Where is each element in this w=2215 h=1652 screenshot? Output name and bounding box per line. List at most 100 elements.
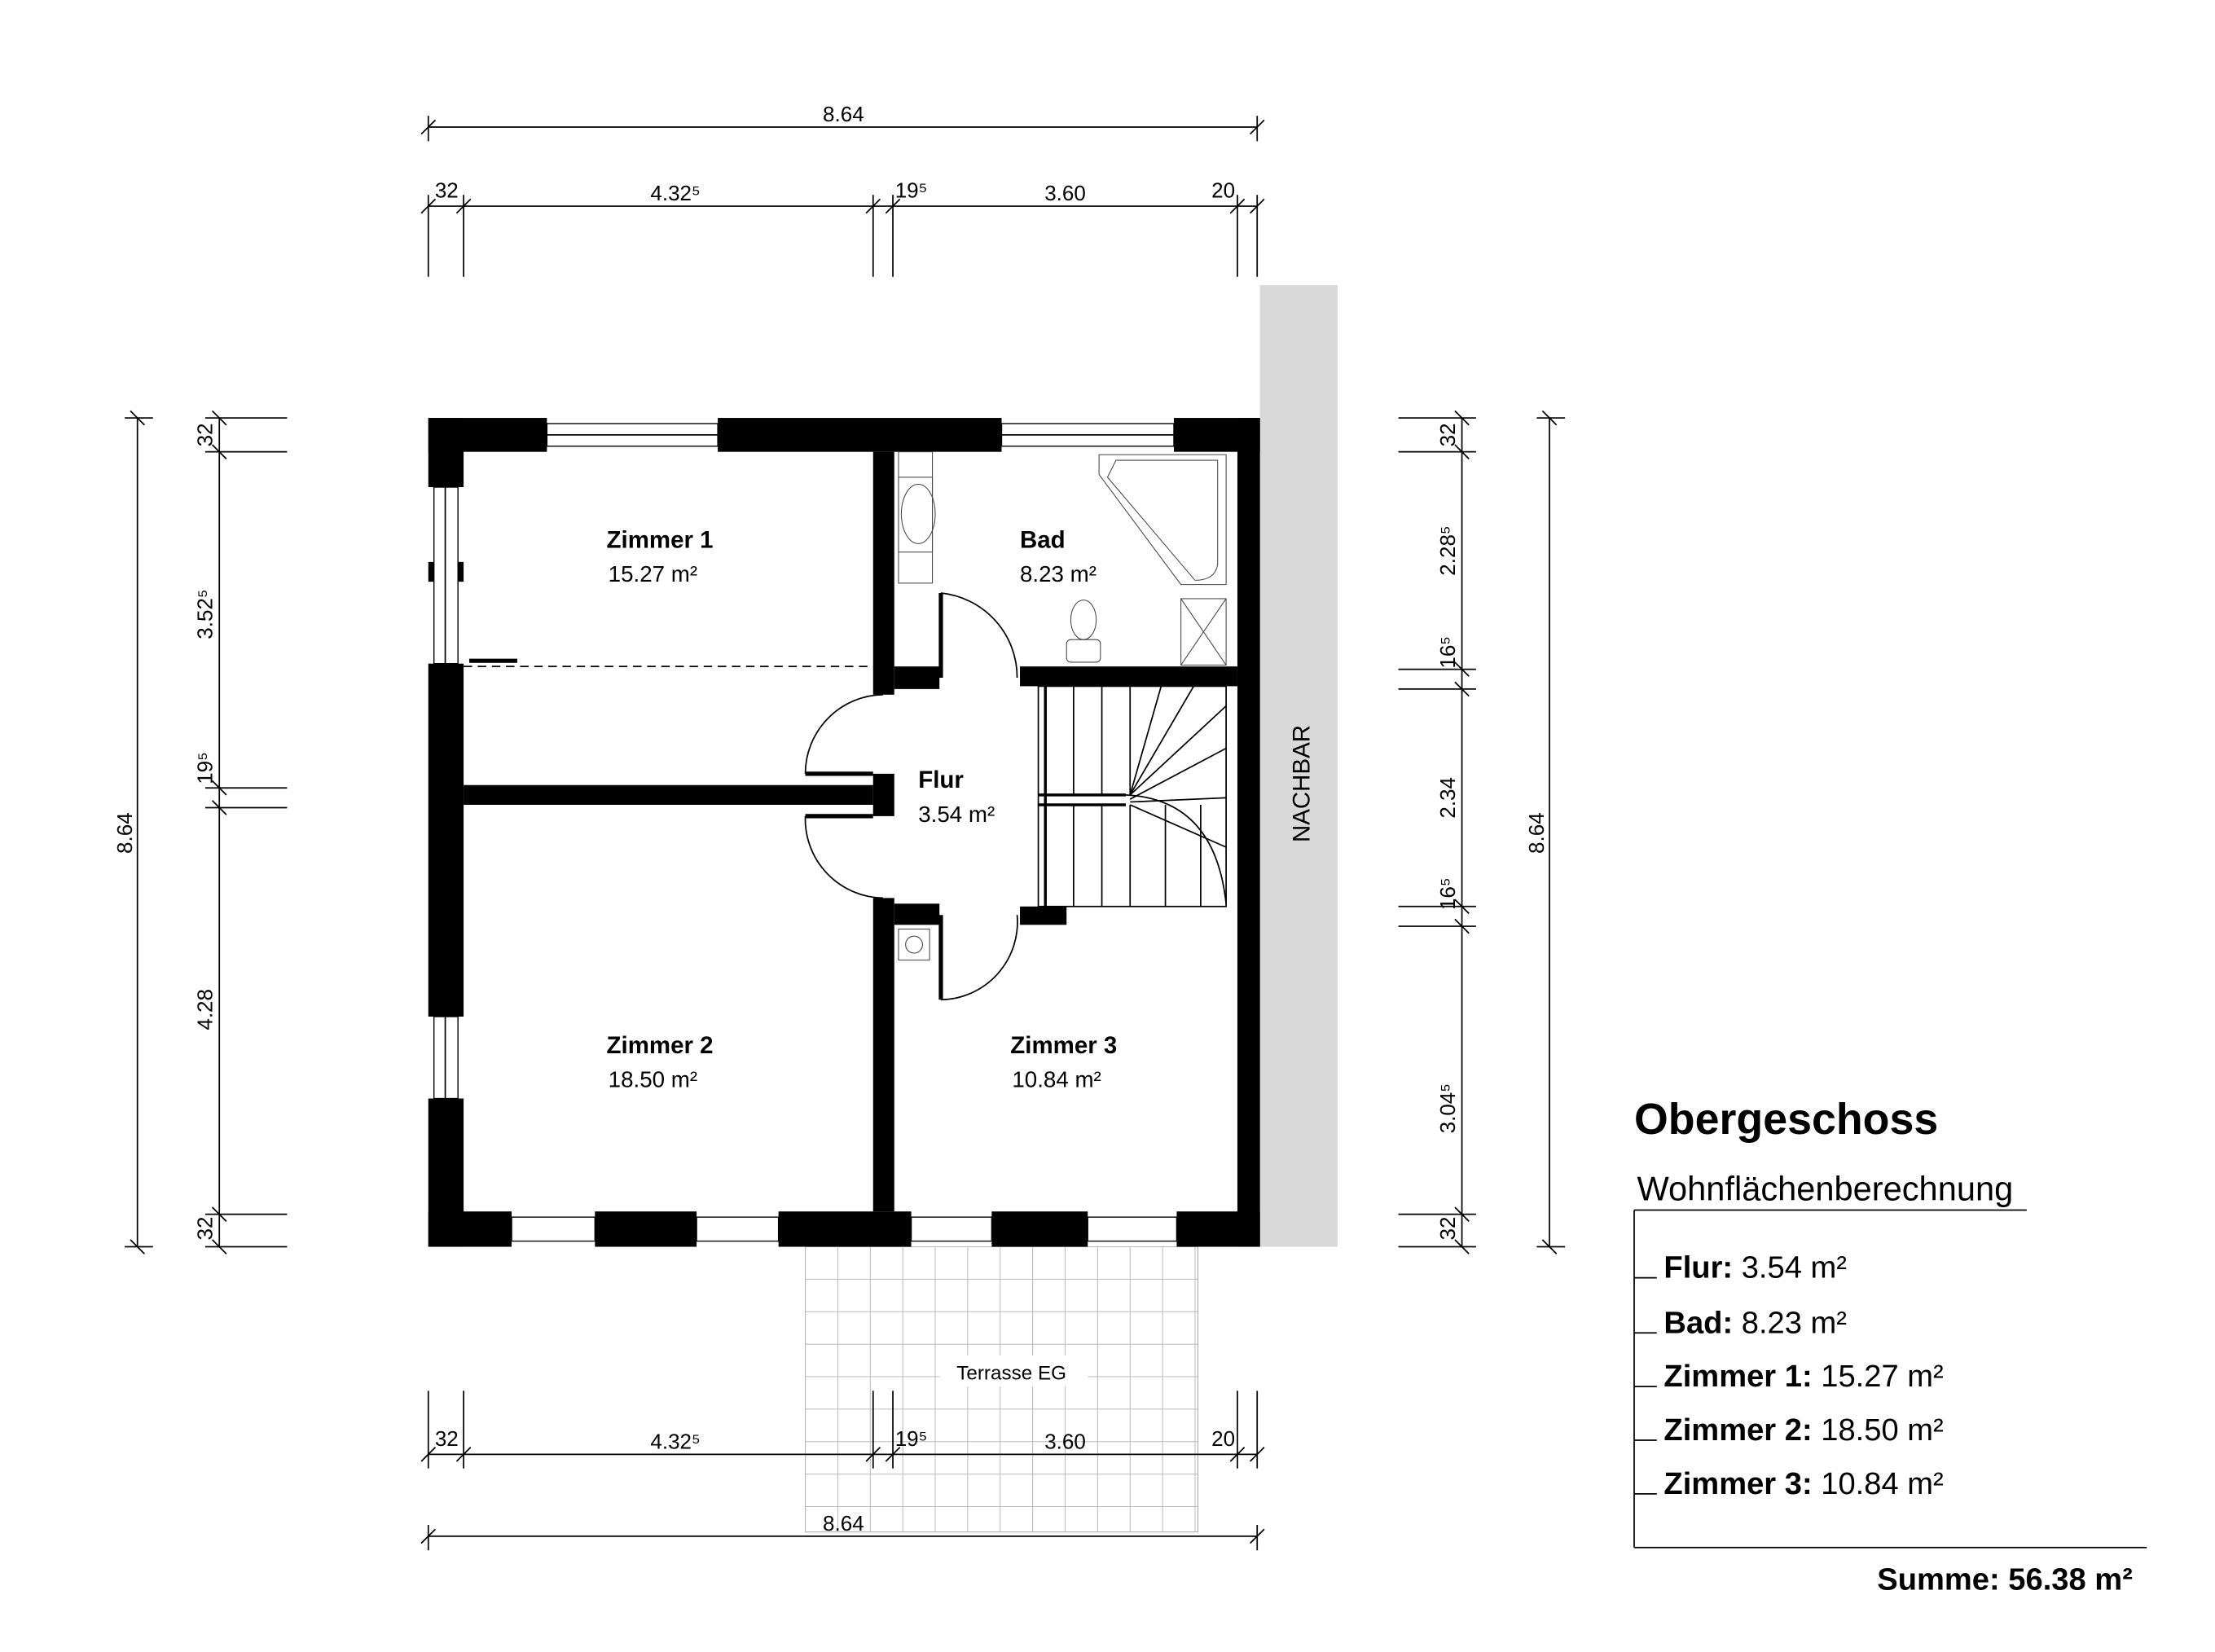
room-area-zimmer1: 15.27 m² bbox=[609, 561, 697, 587]
room-area-zimmer3: 10.84 m² bbox=[1012, 1067, 1101, 1092]
legend-item: Flur: 3.54 m² bbox=[1634, 1250, 1847, 1285]
terrace: Terrasse EG bbox=[805, 1246, 1198, 1533]
svg-text:Bad: 8.23 m²: Bad: 8.23 m² bbox=[1663, 1305, 1847, 1340]
dimension-tick bbox=[455, 1447, 472, 1462]
windows bbox=[433, 423, 1178, 1242]
dimension-tick bbox=[1249, 1447, 1265, 1462]
terrace-label: Terrasse EG bbox=[956, 1362, 1066, 1384]
dimension-tick bbox=[420, 1528, 437, 1544]
svg-text:Flur: 3.54 m²: Flur: 3.54 m² bbox=[1663, 1250, 1847, 1285]
dim-right-label: 32 bbox=[1435, 1217, 1460, 1241]
dim-left-label: 4.28 bbox=[193, 989, 218, 1030]
dimension-tick bbox=[1454, 681, 1470, 697]
dim-right-label: 2.34 bbox=[1435, 777, 1460, 819]
dimension-tick bbox=[1454, 1239, 1470, 1254]
dim-bottom-label: 32 bbox=[435, 1426, 459, 1451]
dimension-tick bbox=[130, 1239, 145, 1254]
dimension-tick bbox=[1541, 1239, 1558, 1254]
dim-top-total: 8.64 bbox=[823, 102, 864, 126]
dimension-tick bbox=[1229, 198, 1246, 214]
dim-left-label: 32 bbox=[193, 423, 218, 446]
legend-subtitle: Wohnflächenberechnung bbox=[1637, 1169, 2014, 1207]
dimension-tick bbox=[211, 780, 227, 796]
neighbor-label: NACHBAR bbox=[1288, 725, 1315, 842]
dimension-tick bbox=[420, 198, 437, 214]
legend-sum: Summe: 56.38 m² bbox=[1877, 1562, 2133, 1597]
dim-top-label: 20 bbox=[1211, 178, 1235, 203]
legend-title: Obergeschoss bbox=[1634, 1095, 1938, 1144]
doors bbox=[804, 592, 1018, 1001]
dimension-tick bbox=[1249, 119, 1265, 135]
dimension-tick bbox=[1454, 1206, 1470, 1222]
dimension-tick bbox=[1454, 410, 1470, 426]
area-legend: Obergeschoss Wohnflächenberechnung Flur:… bbox=[1633, 1095, 2147, 1597]
room-labels: Zimmer 1 15.27 m² Bad 8.23 m² Flur 3.54 … bbox=[607, 527, 1118, 1092]
dim-right-label: 16⁵ bbox=[1435, 877, 1460, 910]
walls bbox=[428, 418, 1260, 1247]
dim-right-label: 2.28⁵ bbox=[1435, 525, 1460, 575]
dimension-tick bbox=[1249, 198, 1265, 214]
dim-left-label: 32 bbox=[193, 1217, 218, 1241]
room-area-flur: 3.54 m² bbox=[918, 802, 995, 827]
legend-item: Bad: 8.23 m² bbox=[1634, 1305, 1847, 1340]
dimension-tick bbox=[1541, 410, 1558, 426]
room-name-zimmer3: Zimmer 3 bbox=[1010, 1032, 1117, 1059]
dim-bottom-label: 20 bbox=[1211, 1426, 1235, 1451]
staircase bbox=[1037, 685, 1227, 907]
dimension-tick bbox=[420, 119, 437, 135]
dimension-tick bbox=[130, 410, 145, 426]
dimension-tick bbox=[865, 1447, 881, 1462]
dimension-tick bbox=[211, 410, 227, 426]
stair-tread bbox=[1129, 747, 1227, 800]
room-name-zimmer1: Zimmer 1 bbox=[607, 527, 714, 554]
dim-bottom-total: 8.64 bbox=[823, 1511, 864, 1536]
dim-right-label: 3.04⁵ bbox=[1435, 1083, 1460, 1133]
dimension-tick bbox=[1454, 898, 1470, 915]
dimension-lines bbox=[125, 116, 1566, 1551]
room-name-zimmer2: Zimmer 2 bbox=[607, 1032, 714, 1059]
svg-text:Zimmer 3: 10.84 m²: Zimmer 3: 10.84 m² bbox=[1663, 1466, 1943, 1501]
dimension-tick bbox=[1454, 918, 1470, 934]
dim-left-label: 19⁵ bbox=[193, 752, 218, 784]
dimension-tick bbox=[1454, 661, 1470, 677]
dim-top-label: 32 bbox=[435, 178, 459, 203]
dimension-tick bbox=[420, 1447, 437, 1462]
stair-tread bbox=[1129, 686, 1162, 796]
room-area-bad: 8.23 m² bbox=[1020, 561, 1097, 587]
bath-fixtures bbox=[898, 451, 1227, 961]
dimension-tick bbox=[885, 198, 901, 214]
dimension-tick bbox=[865, 198, 881, 214]
dimension-labels: 8.64 32 4.32⁵ 19⁵ 3.60 20 32 4.32⁵ 19⁵ 3… bbox=[112, 102, 1549, 1536]
dimension-tick bbox=[1454, 444, 1470, 459]
stair-tread bbox=[1129, 705, 1227, 796]
room-name-flur: Flur bbox=[918, 767, 964, 793]
dimension-tick bbox=[211, 800, 227, 815]
svg-text:Zimmer 1: 15.27 m²: Zimmer 1: 15.27 m² bbox=[1663, 1359, 1943, 1394]
dimension-tick bbox=[211, 1239, 227, 1254]
dimension-tick bbox=[1229, 1447, 1246, 1462]
neighbor-band bbox=[1259, 285, 1338, 1247]
dimension-tick bbox=[211, 444, 227, 459]
dim-left-total: 8.64 bbox=[112, 812, 137, 854]
dim-bottom-label: 3.60 bbox=[1044, 1429, 1086, 1453]
room-name-bad: Bad bbox=[1020, 527, 1066, 554]
dimension-tick bbox=[1249, 1528, 1265, 1544]
stair-tread bbox=[1129, 804, 1227, 848]
stair-tread bbox=[1130, 797, 1227, 803]
dim-right-total: 8.64 bbox=[1524, 812, 1549, 854]
stair-tread bbox=[1129, 685, 1194, 796]
dimension-tick bbox=[885, 1447, 901, 1462]
dimension-tick bbox=[211, 1206, 227, 1222]
dimension-tick bbox=[455, 198, 472, 214]
room-area-zimmer2: 18.50 m² bbox=[609, 1067, 697, 1092]
dim-right-label: 16⁵ bbox=[1435, 636, 1460, 669]
dim-left-label: 3.52⁵ bbox=[193, 589, 218, 639]
legend-item: Zimmer 2: 18.50 m² bbox=[1634, 1413, 1944, 1448]
dim-bottom-label: 4.32⁵ bbox=[650, 1429, 700, 1453]
dim-right-label: 32 bbox=[1435, 423, 1460, 446]
dim-top-label: 4.32⁵ bbox=[650, 181, 700, 205]
legend-item: Zimmer 3: 10.84 m² bbox=[1634, 1466, 1944, 1501]
dim-bottom-label: 19⁵ bbox=[895, 1426, 928, 1451]
legend-item: Zimmer 1: 15.27 m² bbox=[1634, 1359, 1944, 1394]
